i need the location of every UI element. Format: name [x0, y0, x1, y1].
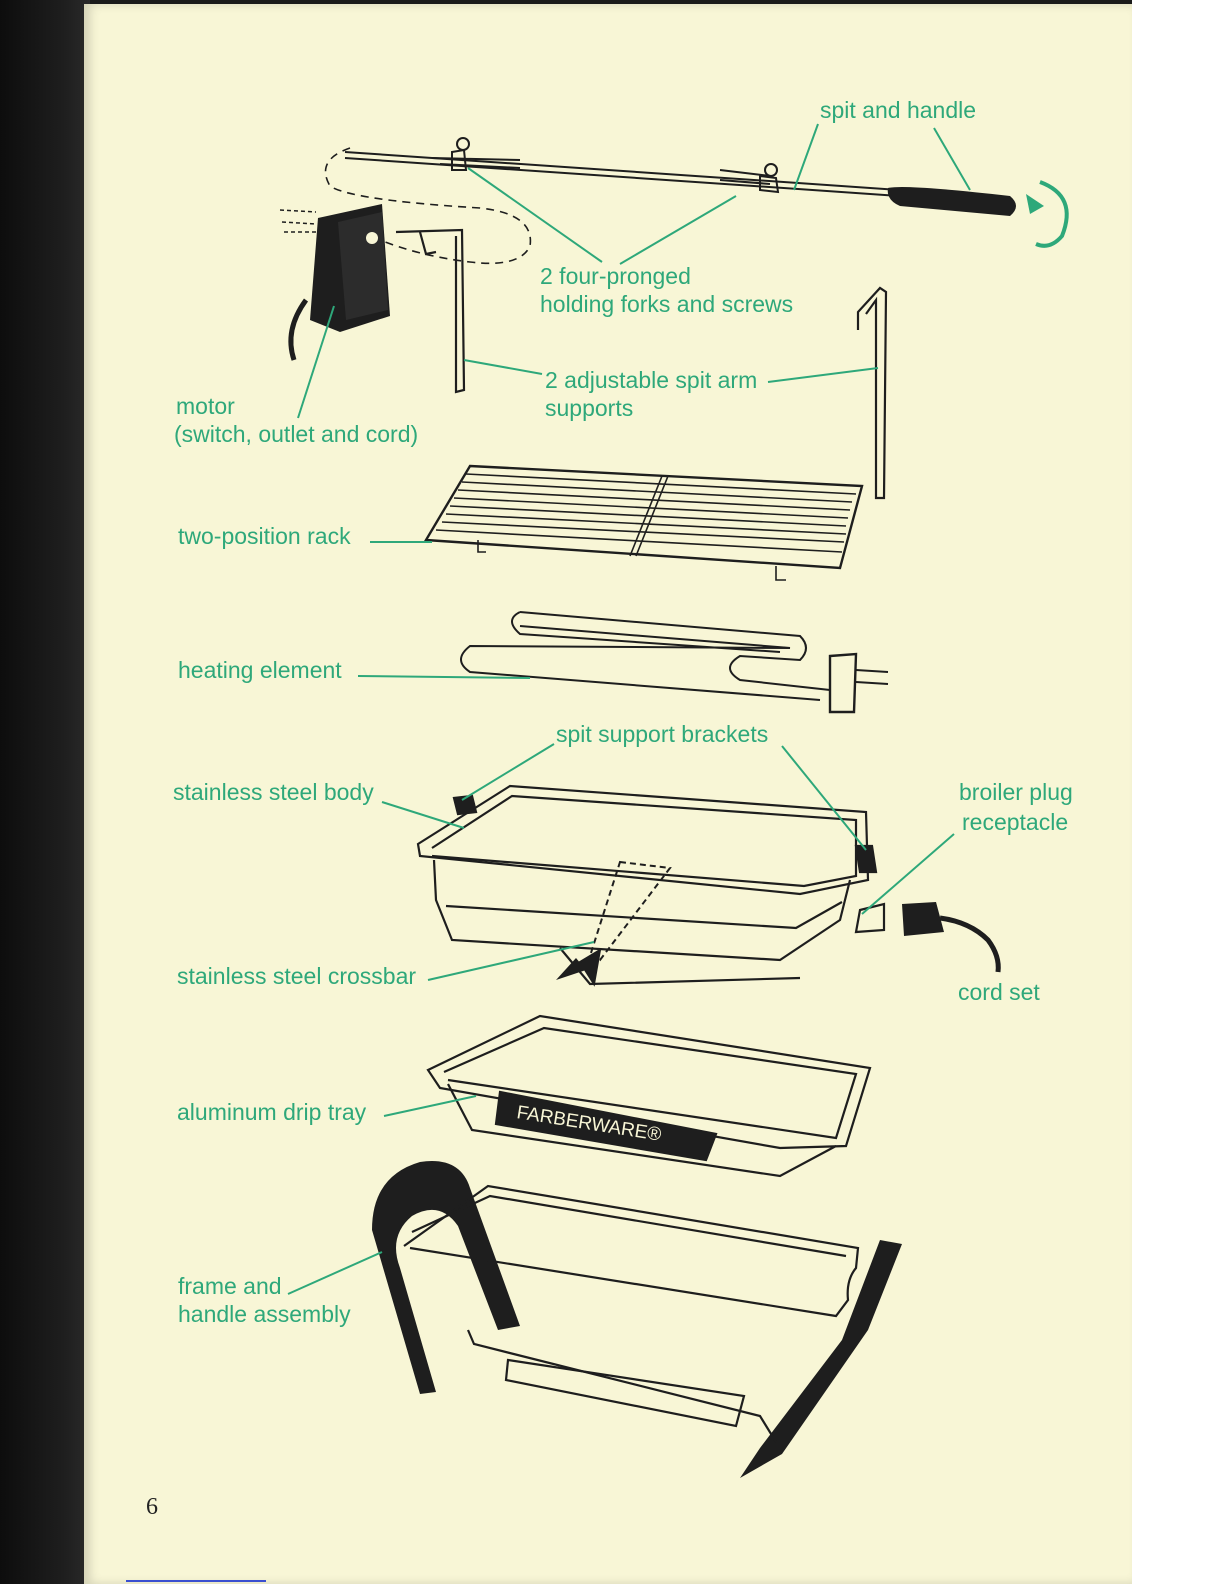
spit-rod	[344, 151, 901, 197]
page-number: 6	[146, 1494, 158, 1520]
label-spit-and-handle: spit and handle	[820, 97, 977, 123]
label-body: stainless steel body	[173, 779, 374, 805]
holding-fork-left	[431, 137, 521, 171]
arrow-head-icon	[1026, 194, 1044, 214]
stainless-steel-body	[416, 784, 886, 986]
label-heating-element: heating element	[178, 657, 342, 683]
label-drip-tray: aluminum drip tray	[177, 1099, 367, 1125]
label-forks-line1: 2 four-pronged	[540, 263, 691, 289]
crossbar-arrow-icon	[556, 958, 586, 980]
label-motor-line2: (switch, outlet and cord)	[174, 421, 419, 447]
stainless-steel-crossbar	[578, 860, 672, 987]
motor-cord	[288, 298, 309, 361]
aluminum-drip-tray	[426, 1014, 872, 1178]
label-cord-set: cord set	[958, 979, 1040, 1005]
label-rack: two-position rack	[178, 523, 351, 549]
label-plug-line2: receptacle	[962, 809, 1069, 835]
spit-handle	[887, 180, 1069, 248]
motor-unit	[279, 204, 390, 361]
label-supports-line2: supports	[545, 395, 634, 421]
rotation-arrow-icon	[1035, 180, 1069, 248]
label-plug-line1: broiler plug	[959, 779, 1073, 805]
scan-artifact-line	[126, 1580, 266, 1582]
cord-set-plug	[902, 902, 1001, 973]
label-crossbar: stainless steel crossbar	[177, 963, 417, 989]
holding-fork-right	[719, 163, 780, 194]
book-spine	[0, 0, 90, 1584]
page-margin	[1132, 0, 1224, 1584]
label-forks-line2: holding forks and screws	[540, 291, 794, 317]
frame-and-handle-assembly	[372, 1161, 902, 1478]
food-outline	[324, 147, 532, 265]
label-frame-line1: frame and	[178, 1273, 282, 1299]
label-spit-brackets: spit support brackets	[556, 721, 769, 747]
leader-lines	[287, 123, 971, 1295]
spit-arm-support-right	[856, 286, 888, 500]
two-position-rack	[423, 464, 864, 581]
heating-element-coil	[460, 611, 889, 714]
label-supports-line1: 2 adjustable spit arm	[545, 367, 758, 393]
spit-arm-support-left	[395, 228, 466, 394]
label-motor-line1: motor	[176, 393, 235, 419]
label-frame-line2: handle assembly	[178, 1301, 351, 1327]
